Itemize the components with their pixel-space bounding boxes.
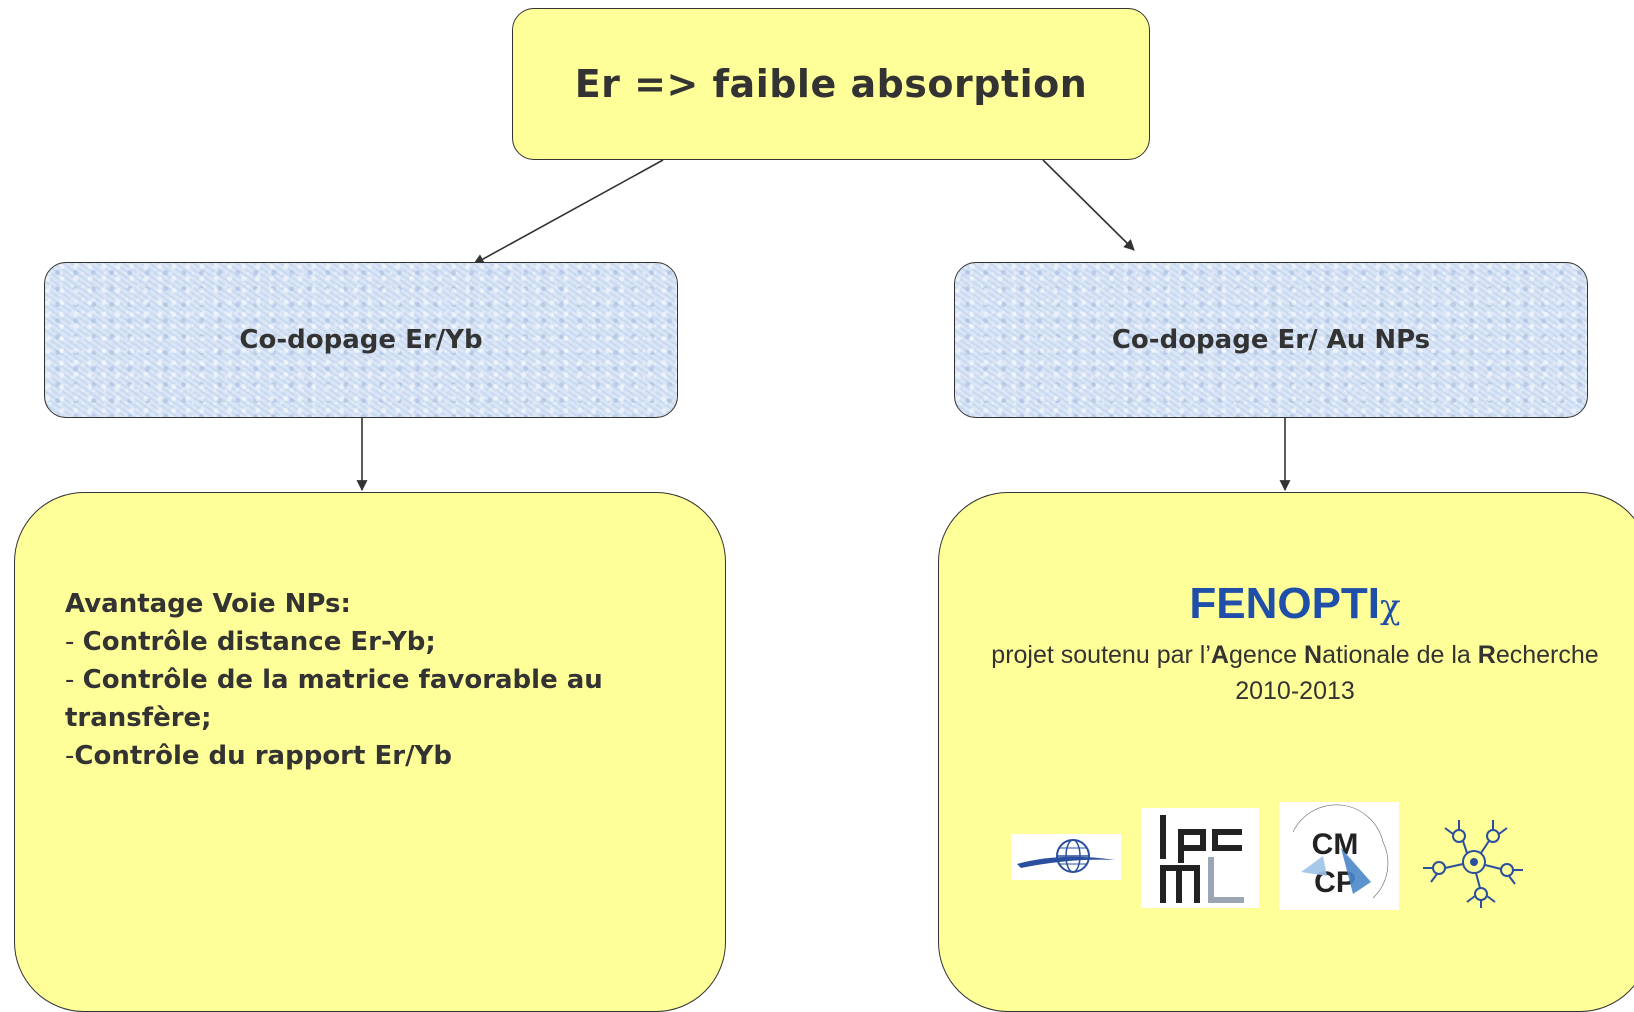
right-branch-box: Co-dopage Er/ Au NPs — [954, 262, 1588, 418]
advantage-item: - Contrôle distance Er-Yb; — [65, 627, 436, 657]
left-branch-label: Co-dopage Er/Yb — [239, 325, 483, 355]
connector-arrows — [356, 159, 1291, 492]
arrow-top-to-left — [473, 159, 664, 265]
left-branch-box: Co-dopage Er/Yb — [44, 262, 678, 418]
right-branch-label: Co-dopage Er/ Au NPs — [1111, 325, 1431, 355]
lpcml-logo-icon — [1141, 808, 1259, 908]
advantage-item: - Contrôle de la matrice favorable au tr… — [65, 665, 603, 733]
project-box: FENOPTIχ projet soutenu par l’Agence Nat… — [938, 492, 1634, 1012]
globe-logo-icon — [1011, 834, 1121, 880]
project-info: FENOPTIχ projet soutenu par l’Agence Nat… — [939, 579, 1634, 709]
project-title: FENOPTIχ — [1189, 579, 1401, 628]
svg-text:CM: CM — [1312, 828, 1359, 861]
top-node-box: Er => faible absorption — [512, 8, 1150, 160]
advantages-heading: Avantage Voie NPs: — [65, 589, 351, 619]
advantages-box: Avantage Voie NPs: - Contrôle distance E… — [14, 492, 726, 1012]
advantage-item: -Contrôle du rapport Er/Yb — [65, 741, 452, 771]
top-node-label: Er => faible absorption — [574, 62, 1088, 106]
nanoparticle-network-logo-icon — [1423, 820, 1523, 908]
project-years: 2010-2013 — [1235, 677, 1355, 705]
partner-logos: CM CP — [1011, 802, 1571, 918]
project-description: projet soutenu par l’Agence Nationale de… — [991, 641, 1599, 705]
advantages-list: Avantage Voie NPs: - Contrôle distance E… — [65, 585, 725, 775]
cmcp-logo-icon: CM CP — [1279, 802, 1399, 910]
arrow-top-to-right — [1042, 159, 1135, 251]
